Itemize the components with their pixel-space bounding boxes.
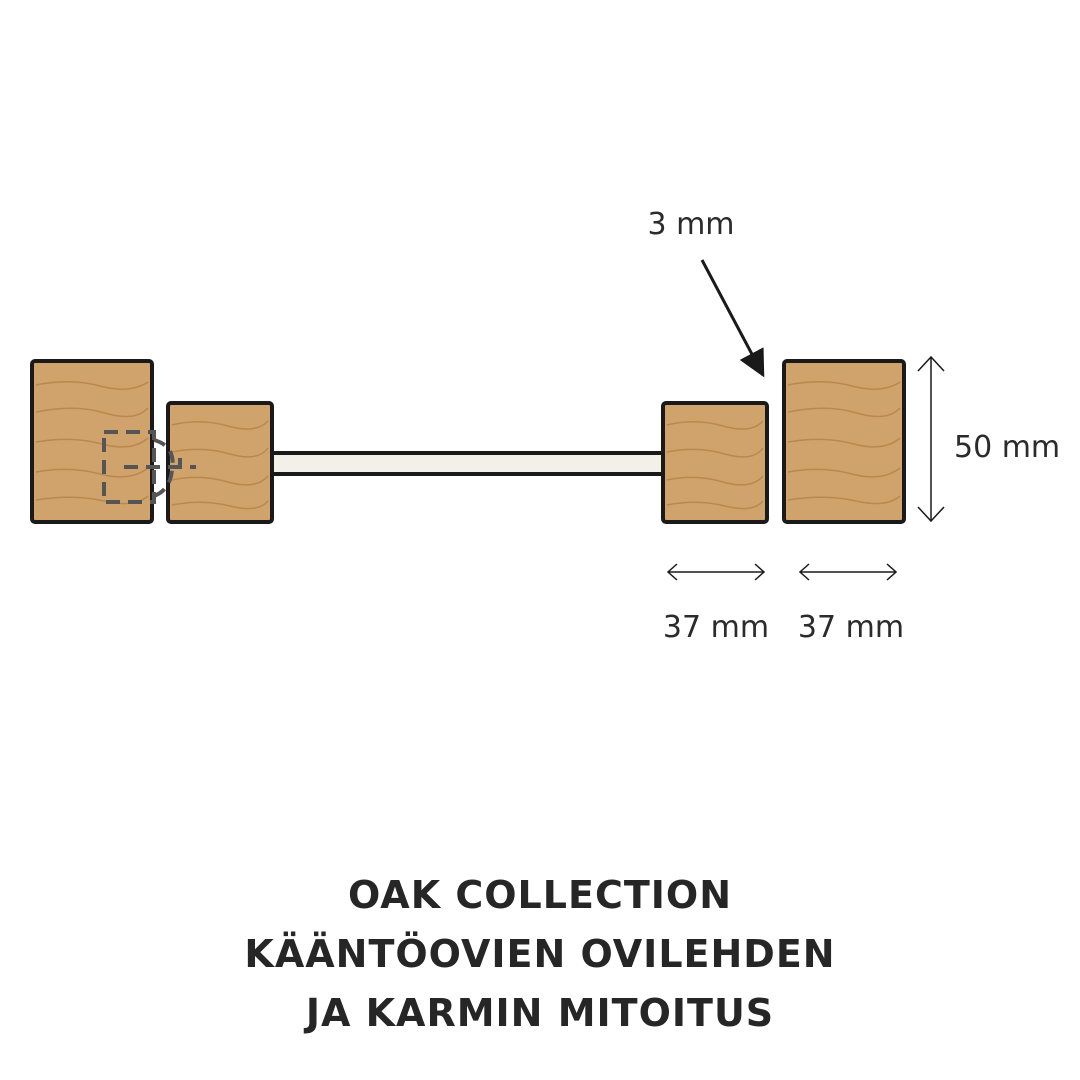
width-label-door-leaf: 37 mm [663,610,769,645]
title-line-2: KÄÄNTÖOVIEN OVILEHDEN [244,932,836,976]
left-door-leaf-block [166,401,274,524]
title-line-1: OAK COLLECTION [348,873,732,917]
left-frame-block [30,359,154,524]
hinge-icon [102,430,196,504]
right-frame-block [782,359,906,524]
height-dimension-arrow-icon [917,355,945,523]
height-label: 50 mm [954,430,1060,465]
width-label-frame: 37 mm [798,610,904,645]
gap-label: 3 mm [647,207,734,242]
width-dimension-arrow-icon [666,563,766,581]
gap-arrow-icon [700,259,765,378]
title-block: OAK COLLECTION KÄÄNTÖOVIEN OVILEHDEN JA … [0,866,1080,1043]
door-leaf-panel [266,451,670,476]
title-line-3: JA KARMIN MITOITUS [305,991,775,1035]
width-dimension-arrow-icon [798,563,898,581]
right-door-leaf-block [661,401,769,524]
